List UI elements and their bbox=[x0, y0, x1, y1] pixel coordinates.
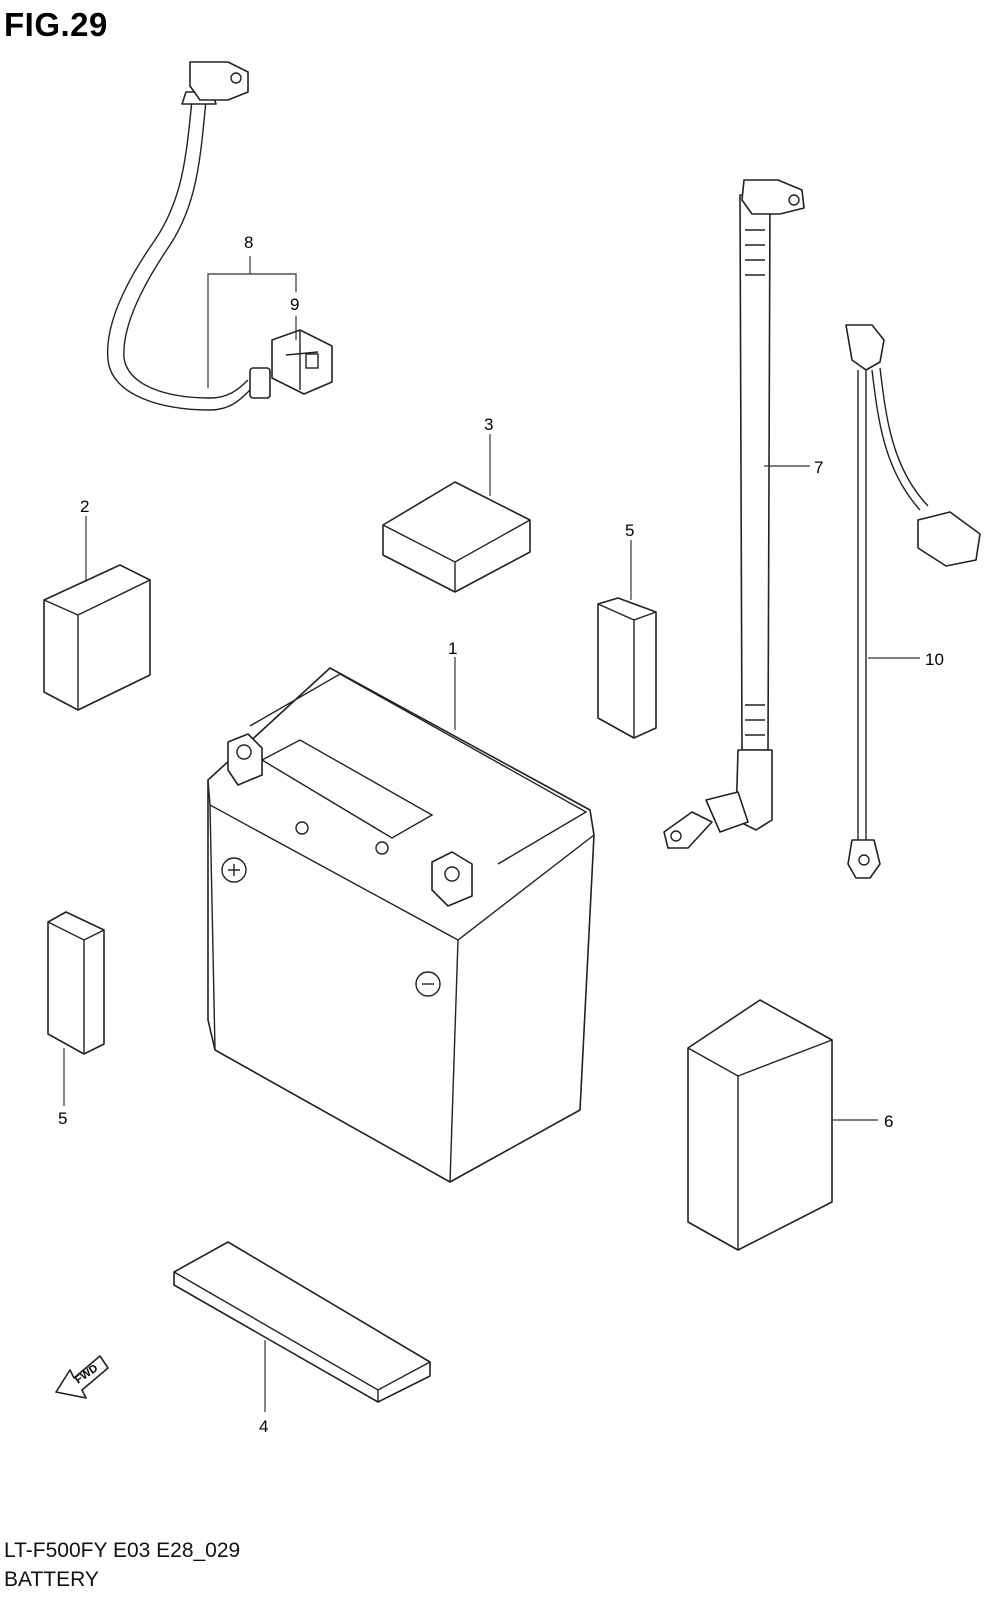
box-part-2[interactable] bbox=[43, 564, 151, 711]
pad-part-4[interactable] bbox=[173, 1241, 431, 1403]
battery-cable-part-7[interactable] bbox=[663, 179, 805, 849]
lead-wire-part-10[interactable] bbox=[845, 324, 981, 879]
pad-part-5-upper[interactable] bbox=[597, 597, 657, 739]
section-name: BATTERY bbox=[4, 1568, 99, 1591]
callout-2: 2 bbox=[80, 497, 89, 516]
box-part-3[interactable] bbox=[382, 481, 531, 593]
battery-part-1[interactable] bbox=[207, 667, 595, 1183]
callout-6: 6 bbox=[884, 1112, 893, 1131]
callout-9: 9 bbox=[290, 295, 299, 314]
callout-8: 8 bbox=[244, 233, 253, 252]
callout-5-lower: 5 bbox=[58, 1109, 67, 1128]
battery-cable-part-8[interactable] bbox=[106, 61, 271, 411]
callout-4: 4 bbox=[259, 1417, 268, 1436]
callout-10: 10 bbox=[925, 650, 944, 669]
fwd-arrow-icon: FWD bbox=[55, 1355, 109, 1399]
callout-3: 3 bbox=[484, 415, 493, 434]
model-code: LT-F500FY E03 E28_029 bbox=[4, 1539, 241, 1562]
leader-lines bbox=[63, 256, 920, 1412]
callout-5-upper: 5 bbox=[625, 521, 634, 540]
pad-part-5-lower[interactable] bbox=[47, 911, 105, 1055]
callout-7: 7 bbox=[814, 458, 823, 477]
callout-1: 1 bbox=[448, 639, 457, 658]
connector-part-9[interactable] bbox=[271, 329, 333, 395]
box-part-6[interactable] bbox=[687, 999, 833, 1251]
figure-title: FIG.29 bbox=[4, 6, 108, 43]
